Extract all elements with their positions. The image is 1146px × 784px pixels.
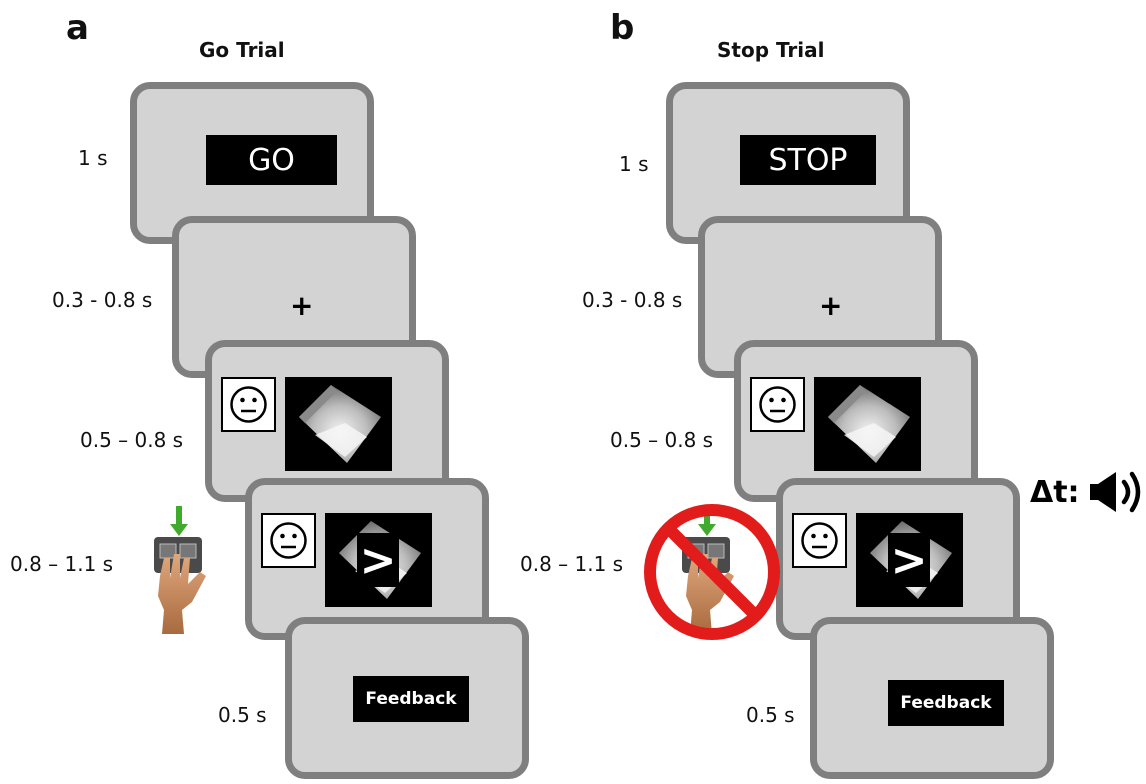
cue-box: GO xyxy=(206,135,337,185)
drug-bag-image: > xyxy=(856,513,963,607)
panel-title: Go Trial xyxy=(199,38,285,62)
timing-label: 0.3 - 0.8 s xyxy=(582,288,683,312)
timing-label: 0.8 – 1.1 s xyxy=(10,552,114,576)
timing-label: 0.5 – 0.8 s xyxy=(80,428,184,452)
timing-label: 0.5 s xyxy=(218,703,267,727)
response-screen: > xyxy=(776,478,1020,640)
stop-trial-panel: b Stop Trial STOP 1 s + 0.3 - 0.8 s 0.5 … xyxy=(520,0,1103,784)
panel-letter: b xyxy=(610,8,635,48)
neutral-face-icon xyxy=(261,513,316,568)
drug-bag-image: > xyxy=(325,513,432,607)
response-arrow: > xyxy=(888,533,930,587)
neutral-face-icon xyxy=(792,513,847,568)
panel-letter: a xyxy=(66,8,89,48)
drug-bag-image xyxy=(285,377,392,471)
response-screen: > xyxy=(245,478,489,640)
timing-label: 0.5 – 0.8 s xyxy=(610,428,714,452)
hand-pressing-button-icon xyxy=(146,506,216,643)
feedback-box: Feedback xyxy=(888,680,1004,726)
fixation-cross: + xyxy=(290,289,314,322)
timing-label: 0.8 – 1.1 s xyxy=(520,552,624,576)
speaker-icon xyxy=(1088,468,1144,521)
panel-title: Stop Trial xyxy=(717,38,825,62)
go-trial-panel: a Go Trial GO 1 s + 0.3 - 0.8 s 0.5 – 0.… xyxy=(10,8,529,779)
neutral-face-icon xyxy=(221,377,276,432)
prohibition-sign-icon xyxy=(642,502,782,647)
drug-bag-image xyxy=(814,377,921,471)
response-arrow: > xyxy=(357,533,399,587)
cue-box: STOP xyxy=(740,135,876,185)
timing-label: 0.5 s xyxy=(746,703,795,727)
feedback-box: Feedback xyxy=(353,676,469,722)
stop-signal-delay-label: Δt: xyxy=(1030,475,1080,510)
feedback-screen: Feedback xyxy=(285,617,529,779)
stimulus-screen xyxy=(734,340,978,502)
neutral-face-icon xyxy=(750,377,805,432)
feedback-screen: Feedback xyxy=(810,617,1054,779)
timing-label: 1 s xyxy=(619,152,649,176)
fixation-cross: + xyxy=(819,289,843,322)
timing-label: 0.3 - 0.8 s xyxy=(52,288,153,312)
timing-label: 1 s xyxy=(78,146,108,170)
